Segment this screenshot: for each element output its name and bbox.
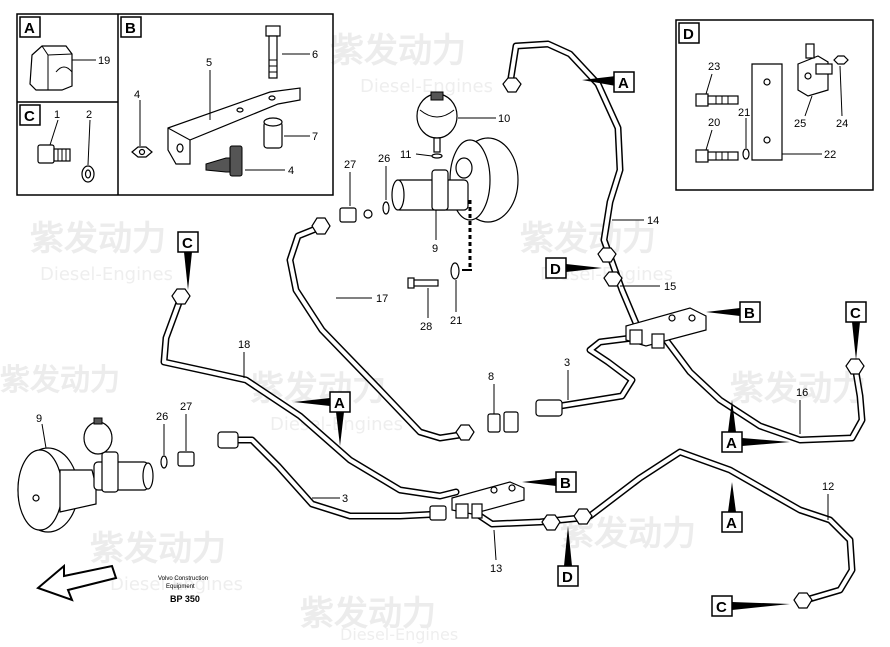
- ref-25: 25: [794, 118, 806, 130]
- ref-27: 27: [180, 401, 192, 413]
- ref-14: 14: [647, 215, 659, 227]
- panel-abc-frame: [16, 13, 334, 196]
- ref-28: 28: [420, 321, 432, 333]
- ref-8: 8: [488, 371, 494, 383]
- pipe-labels: 14 15 17 18 8 3 3 16 13 12: [238, 215, 834, 575]
- brand-line-1: Volvo Construction: [158, 576, 208, 582]
- watermark-cn: 紫发动力: [90, 529, 226, 569]
- watermark-cn: 紫发动力: [520, 219, 656, 259]
- fitting-part: 1 2: [37, 109, 95, 183]
- ref-6: 6: [312, 49, 318, 61]
- panel-d-parts: 22 25 24 23 20 21: [695, 43, 849, 163]
- ref-21: 21: [738, 107, 750, 119]
- ref-13: 13: [490, 563, 502, 575]
- pipe-fittings: [171, 77, 865, 609]
- ref-17: 17: [376, 293, 388, 305]
- brake-booster-lower: 9 26 27: [17, 401, 195, 533]
- ref-3: 3: [564, 357, 570, 369]
- ref-26: 26: [156, 411, 168, 423]
- brake-booster-upper: 10 11 9 26 27 28 21: [344, 91, 519, 333]
- ref-21: 21: [450, 315, 462, 327]
- callout-a: A: [726, 435, 737, 452]
- ref-11: 11: [400, 149, 411, 161]
- watermark-cn: 紫发动力: [0, 363, 120, 398]
- ref-9: 9: [432, 243, 438, 255]
- footer: Volvo Construction Equipment BP 350: [158, 576, 208, 604]
- brand-line-2: Equipment: [166, 584, 195, 590]
- ref-26: 26: [378, 153, 390, 165]
- watermark-en: Diesel-Engines: [360, 76, 493, 97]
- watermark-cn: 紫发动力: [300, 594, 436, 634]
- watermark-en: Diesel-Engines: [340, 625, 458, 644]
- ref-2: 2: [86, 109, 92, 121]
- watermark-cn: 紫发动力: [30, 219, 166, 259]
- ref-16: 16: [796, 387, 808, 399]
- callout-c: C: [850, 305, 861, 322]
- callouts: A D C B C A A B A D: [177, 71, 867, 617]
- ref-15: 15: [664, 281, 676, 293]
- watermark-cn: 紫发动力: [730, 369, 866, 409]
- direction-arrow: [36, 563, 118, 602]
- detail-panels: A B C D: [16, 13, 874, 196]
- callout-a: A: [618, 75, 629, 92]
- ref-24: 24: [836, 118, 848, 130]
- ref-7: 7: [312, 131, 318, 143]
- ref-5: 5: [206, 57, 212, 69]
- callout-c: C: [716, 599, 727, 616]
- ref-3: 3: [342, 493, 348, 505]
- ref-12: 12: [822, 481, 834, 493]
- ref-18: 18: [238, 339, 250, 351]
- watermark-cn: 紫发动力: [330, 31, 466, 71]
- watermark-en: Diesel-Engines: [40, 264, 173, 285]
- ref-22: 22: [824, 149, 836, 161]
- ref-1: 1: [54, 109, 60, 121]
- callout-a: A: [726, 515, 737, 532]
- callout-b: B: [560, 475, 571, 492]
- ref-19: 19: [98, 55, 110, 67]
- callout-d: D: [550, 261, 561, 278]
- panel-label-d: D: [683, 26, 694, 43]
- panel-label-c: C: [24, 108, 35, 125]
- diagram-code: BP 350: [170, 594, 200, 604]
- callout-b: B: [744, 305, 755, 322]
- watermark-en: Diesel-Engines: [270, 414, 403, 435]
- ref-9: 9: [36, 413, 42, 425]
- panel-label-a: A: [24, 20, 35, 37]
- clamp-part: 19: [29, 45, 110, 91]
- panel-label-b: B: [125, 20, 136, 37]
- callout-d: D: [562, 569, 573, 586]
- ref-10: 10: [498, 113, 510, 125]
- pipe-network: [160, 40, 866, 604]
- ref-4: 4: [288, 165, 294, 177]
- watermark-en: Diesel-Engines: [110, 574, 243, 595]
- ref-23: 23: [708, 61, 720, 73]
- bracket-part: 5 6 7 4 4: [131, 25, 318, 177]
- panel-d-frame: [675, 19, 874, 191]
- callout-c: C: [182, 235, 193, 252]
- ref-27: 27: [344, 159, 356, 171]
- ref-4: 4: [134, 89, 140, 101]
- callout-a: A: [334, 395, 345, 412]
- ref-20: 20: [708, 117, 720, 129]
